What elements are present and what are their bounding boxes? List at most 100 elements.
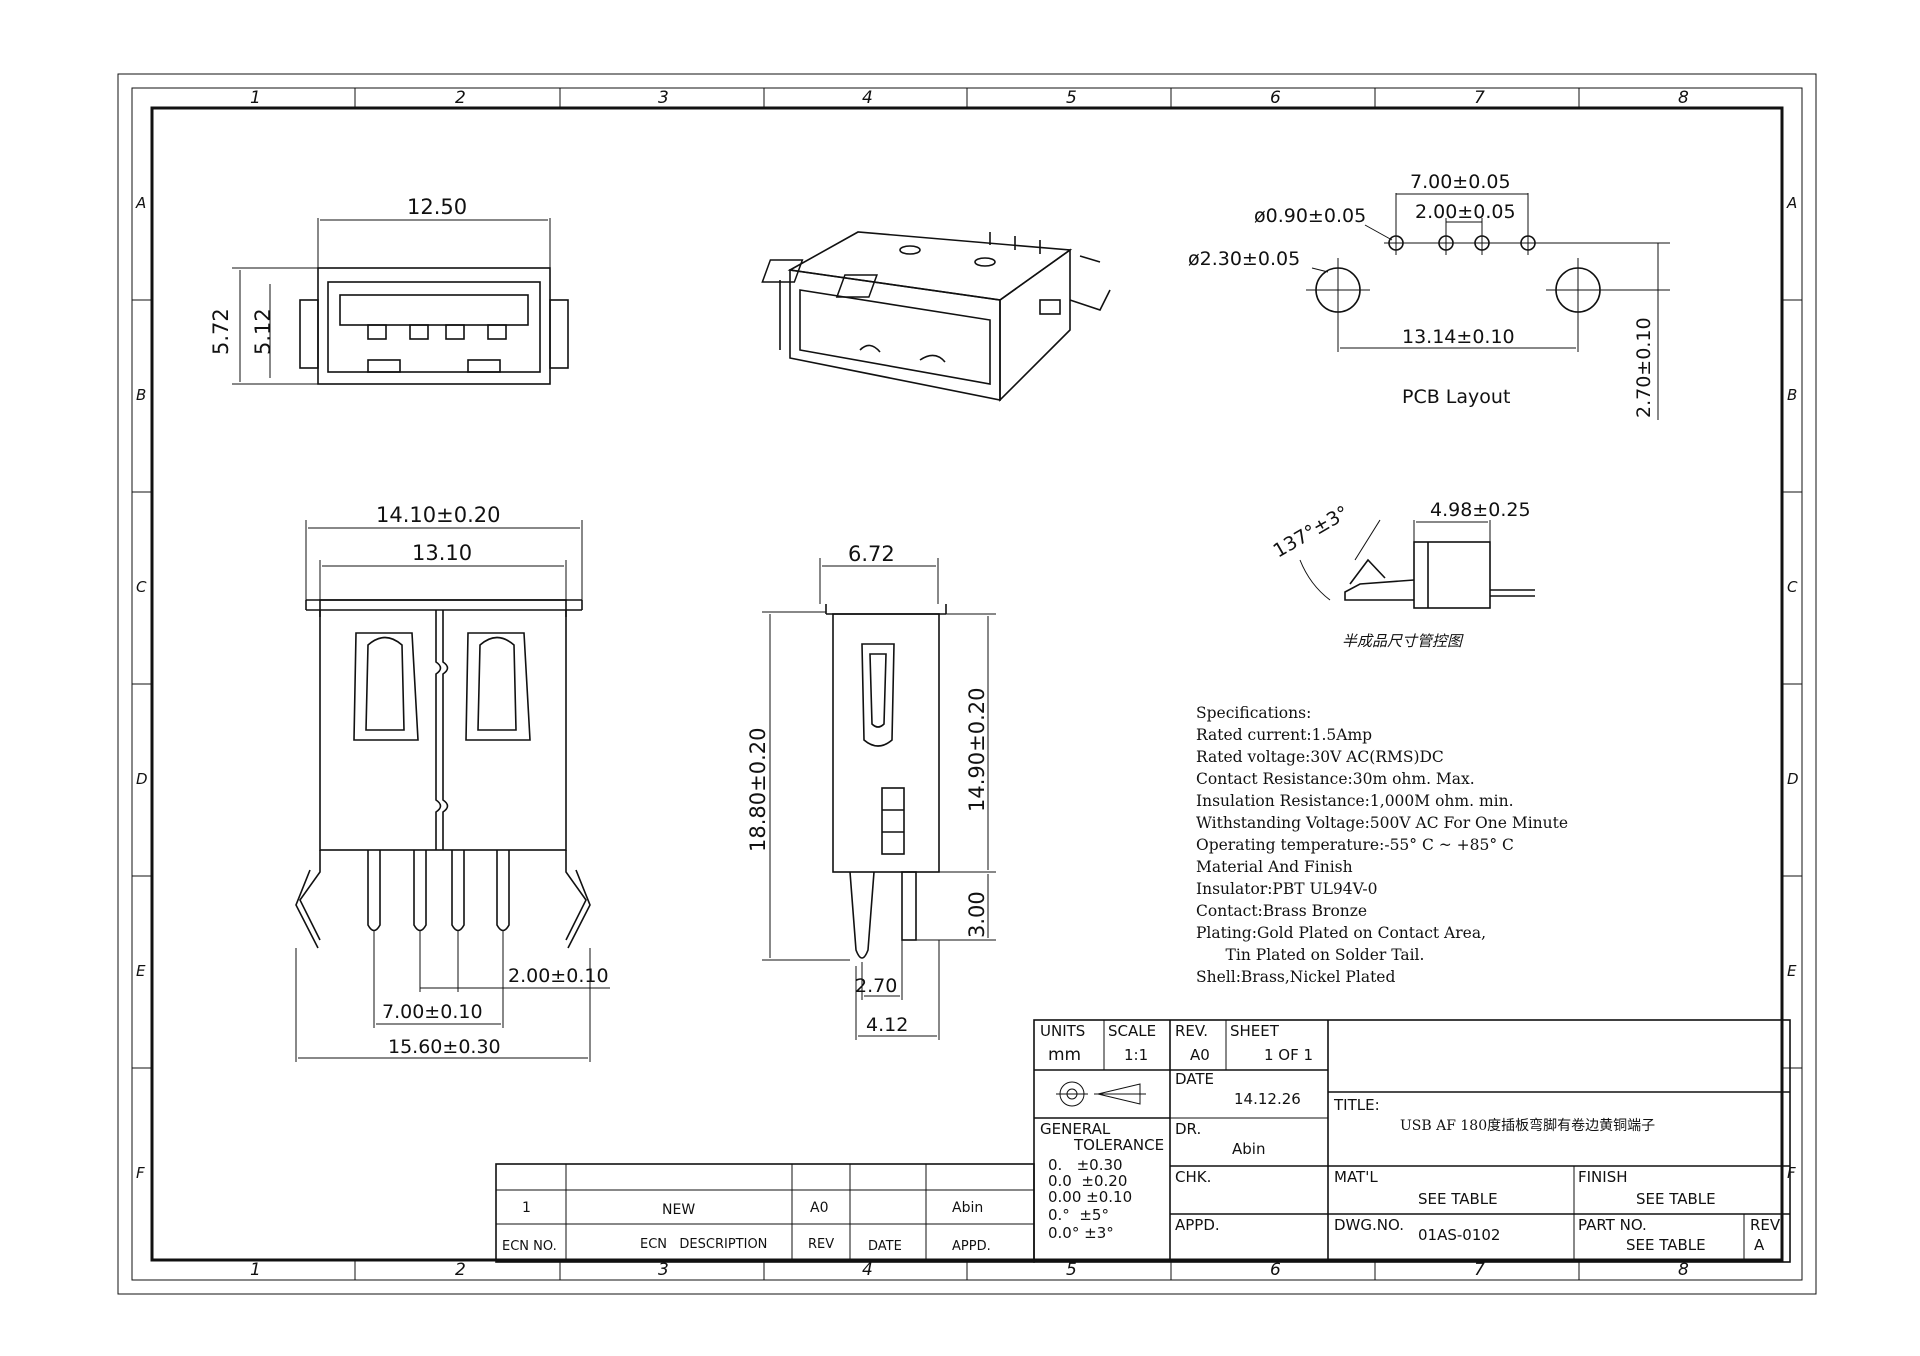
title-label: TITLE: bbox=[1333, 1096, 1380, 1114]
spec-line-insulator: Insulator:PBT UL94V-0 bbox=[1196, 880, 1377, 898]
zone-row-b-right: B bbox=[1787, 386, 1797, 404]
drawing-title: USB AF 180度插板弯脚有卷边黄铜端子 bbox=[1400, 1117, 1655, 1134]
zone-col-1: 1 bbox=[250, 88, 261, 108]
units-value: mm bbox=[1048, 1045, 1081, 1065]
tolerance-row-4: 0.° ±5° bbox=[1048, 1206, 1109, 1224]
dim-pcb-pin-hole: ø0.90±0.05 bbox=[1254, 205, 1366, 227]
dim-side-body-height: 14.90±0.20 bbox=[965, 688, 989, 812]
spec-line-rated-voltage: Rated voltage:30V AC(RMS)DC bbox=[1196, 748, 1444, 766]
finish-value: SEE TABLE bbox=[1636, 1190, 1716, 1208]
zone-row-d-right: D bbox=[1787, 770, 1799, 788]
isometric-view bbox=[761, 231, 1111, 402]
dim-side-width: 6.72 bbox=[848, 542, 895, 566]
rev-value: A0 bbox=[1190, 1046, 1210, 1064]
zone-col-6-bottom: 6 bbox=[1270, 1260, 1281, 1280]
rev-header-date: DATE bbox=[868, 1239, 902, 1254]
zone-col-1-bottom: 1 bbox=[250, 1260, 261, 1280]
dr-value: Abin bbox=[1232, 1140, 1265, 1158]
front-view: 12.50 5.72 5.12 bbox=[209, 195, 569, 385]
title-block: UNITS mm SCALE 1:1 REV. A0 SHEET 1 OF 1 … bbox=[1033, 1019, 1791, 1263]
zone-row-f: F bbox=[136, 1164, 145, 1182]
zone-col-5: 5 bbox=[1066, 88, 1077, 108]
pcb-layout-view: 7.00±0.05 2.00±0.05 ø0.90±0.05 ø2.30±0.0… bbox=[1188, 171, 1670, 420]
tolerance-label-2: TOLERANCE bbox=[1073, 1136, 1164, 1154]
appd-label: APPD. bbox=[1175, 1216, 1220, 1234]
tolerance-row-3: 0.00 ±0.10 bbox=[1048, 1188, 1132, 1206]
chk-label: CHK. bbox=[1175, 1168, 1211, 1186]
zone-row-e: E bbox=[136, 962, 146, 980]
spec-line-material-heading: Material And Finish bbox=[1196, 858, 1353, 876]
rev-row-desc: NEW bbox=[662, 1202, 695, 1218]
part-label: PART NO. bbox=[1578, 1216, 1647, 1234]
dim-side-pin-length: 3.00 bbox=[965, 891, 989, 938]
zone-labels: 1 2 3 4 5 6 7 8 1 2 3 4 5 6 7 8 A B C D … bbox=[135, 88, 1799, 1280]
zone-row-a: A bbox=[135, 194, 146, 212]
rev-header-rev: REV bbox=[808, 1237, 834, 1252]
tolerance-row-2: 0.0 ±0.20 bbox=[1048, 1172, 1127, 1190]
scale-label: SCALE bbox=[1108, 1022, 1156, 1040]
dr-label: DR. bbox=[1175, 1120, 1201, 1138]
tolerance-row-1: 0. ±0.30 bbox=[1048, 1156, 1123, 1174]
sheet-label: SHEET bbox=[1230, 1022, 1280, 1040]
zone-col-8-bottom: 8 bbox=[1678, 1260, 1689, 1280]
dim-pcb-pitch-outer: 7.00±0.05 bbox=[1410, 171, 1511, 193]
zone-row-c: C bbox=[136, 578, 147, 596]
zone-row-f-right: F bbox=[1787, 1164, 1796, 1182]
bend-detail-caption: 半成品尺寸管控图 bbox=[1342, 632, 1464, 650]
projection-symbol-icon bbox=[1056, 1081, 1146, 1107]
dim-pcb-pitch-inner: 2.00±0.05 bbox=[1415, 201, 1516, 223]
specifications: Specifications: Rated current:1.5Amp Rat… bbox=[1196, 704, 1568, 986]
dim-side-pin-span: 4.12 bbox=[866, 1014, 908, 1036]
zone-row-e-right: E bbox=[1787, 962, 1797, 980]
spec-line-plating-tail: Tin Plated on Solder Tail. bbox=[1196, 946, 1424, 964]
dim-bend-length: 4.98±0.25 bbox=[1430, 499, 1531, 521]
spec-line-operating-temperature: Operating temperature:-55° C ~ +85° C bbox=[1196, 836, 1514, 854]
zone-col-2: 2 bbox=[455, 88, 466, 108]
zone-row-b: B bbox=[136, 386, 146, 404]
spec-line-contact: Contact:Brass Bronze bbox=[1196, 902, 1367, 920]
matl-label: MAT'L bbox=[1334, 1168, 1378, 1186]
rev-header-desc: ECN DESCRIPTION bbox=[640, 1237, 767, 1252]
dim-front-width: 12.50 bbox=[407, 195, 467, 219]
zone-row-c-right: C bbox=[1787, 578, 1798, 596]
top-view: 14.10±0.20 13.10 2.00±0.10 7.00±0.10 15.… bbox=[295, 503, 610, 1062]
rev-row-rev: A0 bbox=[810, 1200, 828, 1216]
spec-line-plating: Plating:Gold Plated on Contact Area, bbox=[1196, 924, 1486, 942]
rev-header-appd: APPD. bbox=[952, 1239, 991, 1254]
dwg-value: 01AS-0102 bbox=[1418, 1226, 1500, 1244]
spec-line-rated-current: Rated current:1.5Amp bbox=[1196, 726, 1372, 744]
dim-pcb-mount-spacing: 13.14±0.10 bbox=[1402, 326, 1515, 348]
rev-row-appd: Abin bbox=[952, 1200, 983, 1216]
zone-col-3: 3 bbox=[658, 88, 669, 108]
dim-side-pin-offset: 2.70 bbox=[855, 975, 897, 997]
dim-bend-angle: 137°±3° bbox=[1270, 502, 1353, 563]
tolerance-row-5: 0.0° ±3° bbox=[1048, 1224, 1114, 1242]
spec-line-shell: Shell:Brass,Nickel Plated bbox=[1196, 968, 1395, 986]
matl-value: SEE TABLE bbox=[1418, 1190, 1498, 1208]
pcb-layout-label: PCB Layout bbox=[1402, 386, 1510, 408]
zone-col-4: 4 bbox=[862, 88, 873, 108]
date-value: 14.12.26 bbox=[1234, 1090, 1301, 1108]
sheet-value: 1 OF 1 bbox=[1264, 1046, 1313, 1064]
spec-line-insulation-resistance: Insulation Resistance:1,000M ohm. min. bbox=[1196, 792, 1514, 810]
dim-pcb-offset: 2.70±0.10 bbox=[1633, 317, 1655, 418]
dim-top-outer-width: 14.10±0.20 bbox=[376, 503, 500, 527]
rev-header-ecn: ECN NO. bbox=[502, 1239, 557, 1254]
spec-line-withstanding-voltage: Withstanding Voltage:500V AC For One Min… bbox=[1196, 814, 1568, 832]
dim-side-total-height: 18.80±0.20 bbox=[746, 728, 770, 852]
dim-front-height-outer: 5.72 bbox=[209, 308, 233, 355]
zone-col-7-bottom: 7 bbox=[1474, 1260, 1485, 1280]
revision-table: 1 NEW A0 Abin ECN NO. ECN DESCRIPTION RE… bbox=[495, 1163, 1035, 1263]
spec-line-contact-resistance: Contact Resistance:30m ohm. Max. bbox=[1196, 770, 1475, 788]
zone-col-7: 7 bbox=[1474, 88, 1485, 108]
dim-top-outer-pin-span: 7.00±0.10 bbox=[382, 1001, 483, 1023]
zone-row-a-right: A bbox=[1786, 194, 1797, 212]
rev2-label: REV bbox=[1750, 1216, 1781, 1234]
dim-top-overall-span: 15.60±0.30 bbox=[388, 1036, 501, 1058]
dim-pcb-mount-hole: ø2.30±0.05 bbox=[1188, 248, 1300, 270]
zone-col-2-bottom: 2 bbox=[455, 1260, 466, 1280]
zone-col-4-bottom: 4 bbox=[862, 1260, 873, 1280]
date-label: DATE bbox=[1175, 1070, 1214, 1088]
zone-row-d: D bbox=[136, 770, 148, 788]
